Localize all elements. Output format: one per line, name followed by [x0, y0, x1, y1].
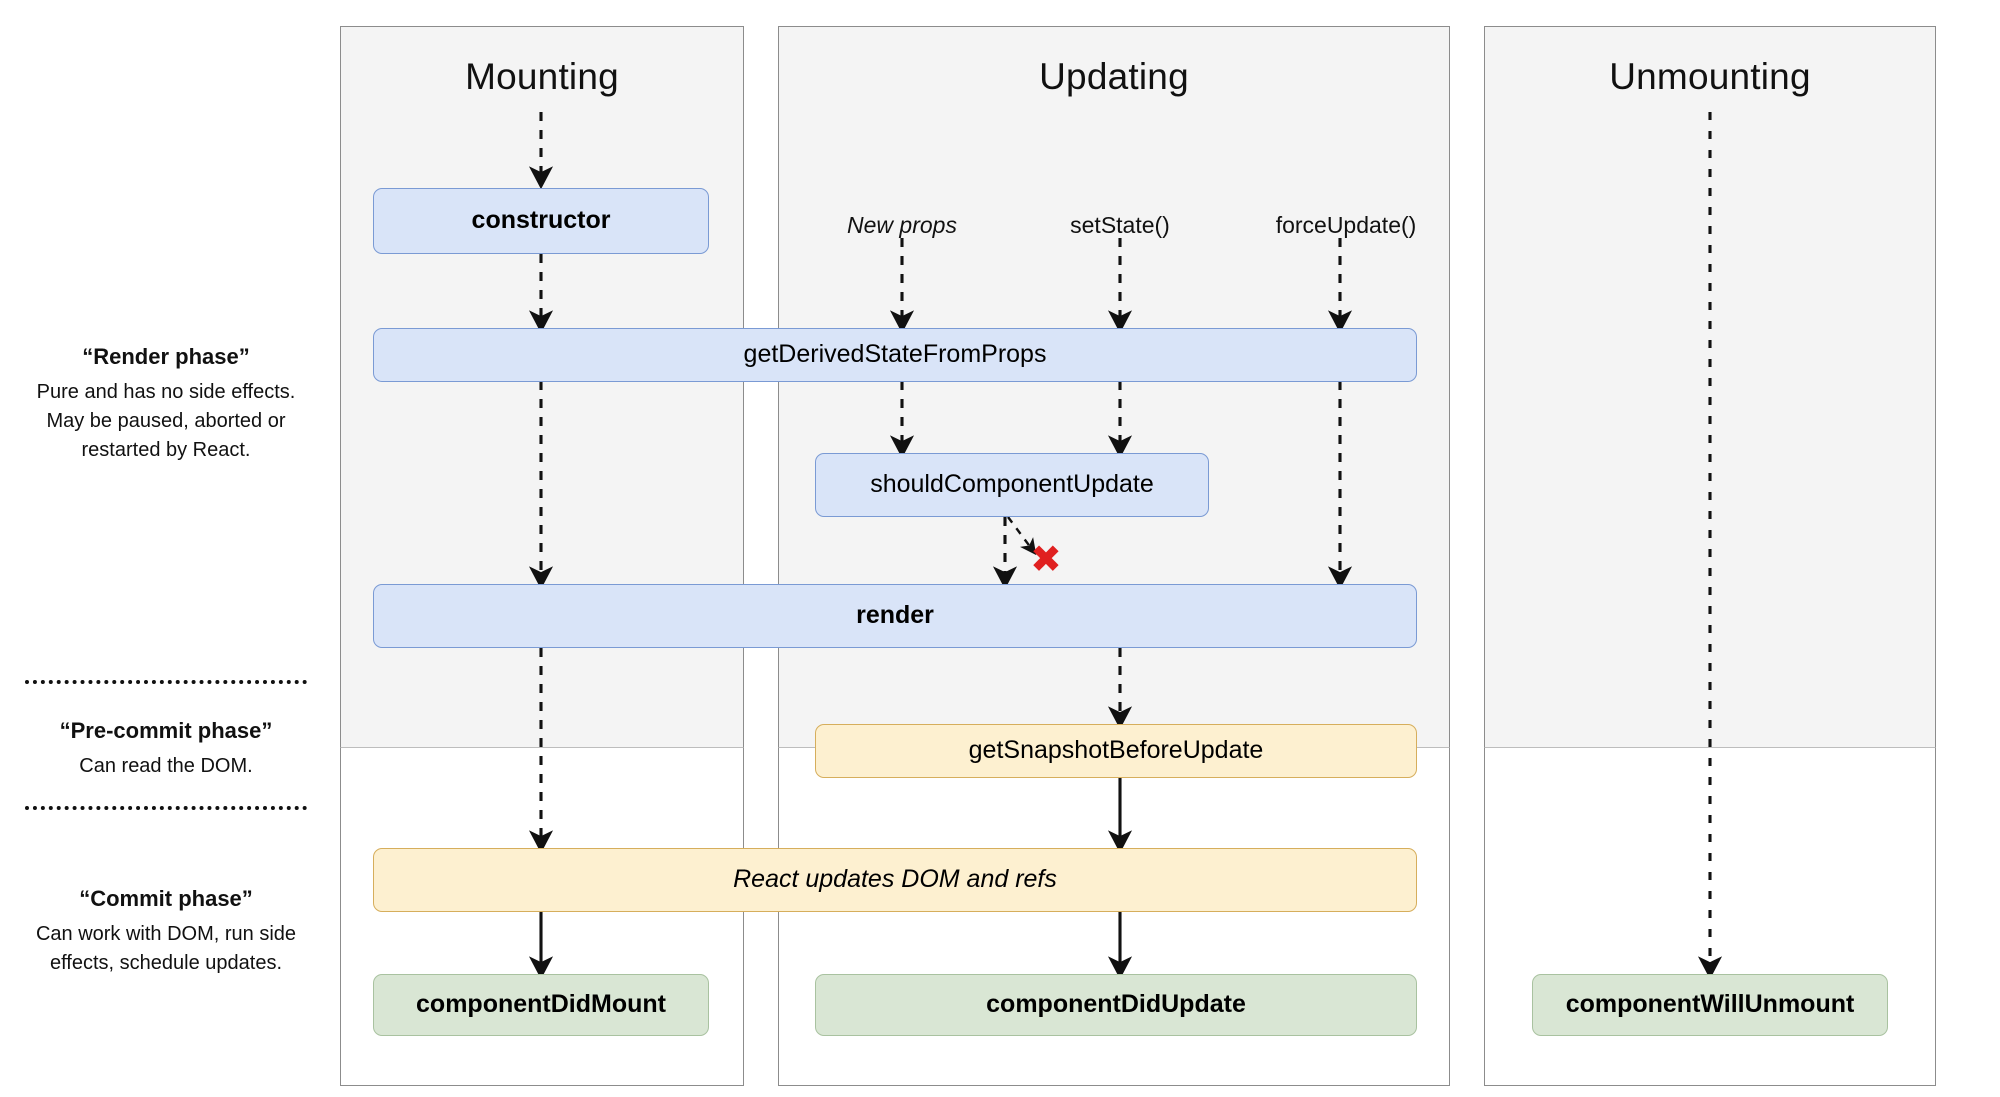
phase-legend-commit: “Commit phase” Can work with DOM, run si…	[20, 884, 312, 978]
column-grey-unmounting	[1484, 26, 1936, 748]
trigger-new-props: New props	[847, 212, 957, 238]
phase-divider-bottom	[25, 806, 307, 810]
node-should-component-update[interactable]: shouldComponentUpdate	[815, 453, 1209, 517]
trigger-set-state: setState()	[1070, 212, 1170, 238]
column-title-mounting: Mounting	[465, 56, 619, 97]
column-title-updating: Updating	[1039, 56, 1189, 97]
node-get-snapshot-before-update[interactable]: getSnapshotBeforeUpdate	[815, 724, 1417, 778]
phase-divider-top	[25, 680, 307, 684]
node-component-did-mount[interactable]: componentDidMount	[373, 974, 709, 1036]
phase-legend-render: “Render phase” Pure and has no side effe…	[20, 342, 312, 465]
phase-legend-precommit-body: Can read the DOM.	[79, 754, 253, 777]
node-constructor[interactable]: constructor	[373, 188, 709, 254]
phase-legend-precommit: “Pre-commit phase” Can read the DOM.	[20, 716, 312, 781]
node-react-updates-dom-and-refs[interactable]: React updates DOM and refs	[373, 848, 1417, 912]
node-component-did-update[interactable]: componentDidUpdate	[815, 974, 1417, 1036]
skip-render-x-icon: ✖	[1030, 537, 1062, 581]
column-title-unmounting: Unmounting	[1609, 56, 1811, 97]
trigger-force-update: forceUpdate()	[1275, 212, 1417, 238]
phase-legend-render-title: “Render phase”	[82, 344, 250, 369]
node-component-will-unmount[interactable]: componentWillUnmount	[1532, 974, 1888, 1036]
node-get-derived-state-from-props[interactable]: getDerivedStateFromProps	[373, 328, 1417, 382]
phase-legend-commit-body: Can work with DOM, run side effects, sch…	[35, 922, 297, 974]
phase-legend-precommit-title: “Pre-commit phase”	[59, 718, 273, 743]
node-render[interactable]: render	[373, 584, 1417, 648]
phase-legend-commit-title: “Commit phase”	[79, 886, 253, 911]
phase-legend-render-body: Pure and has no side effects. May be pau…	[36, 380, 296, 461]
